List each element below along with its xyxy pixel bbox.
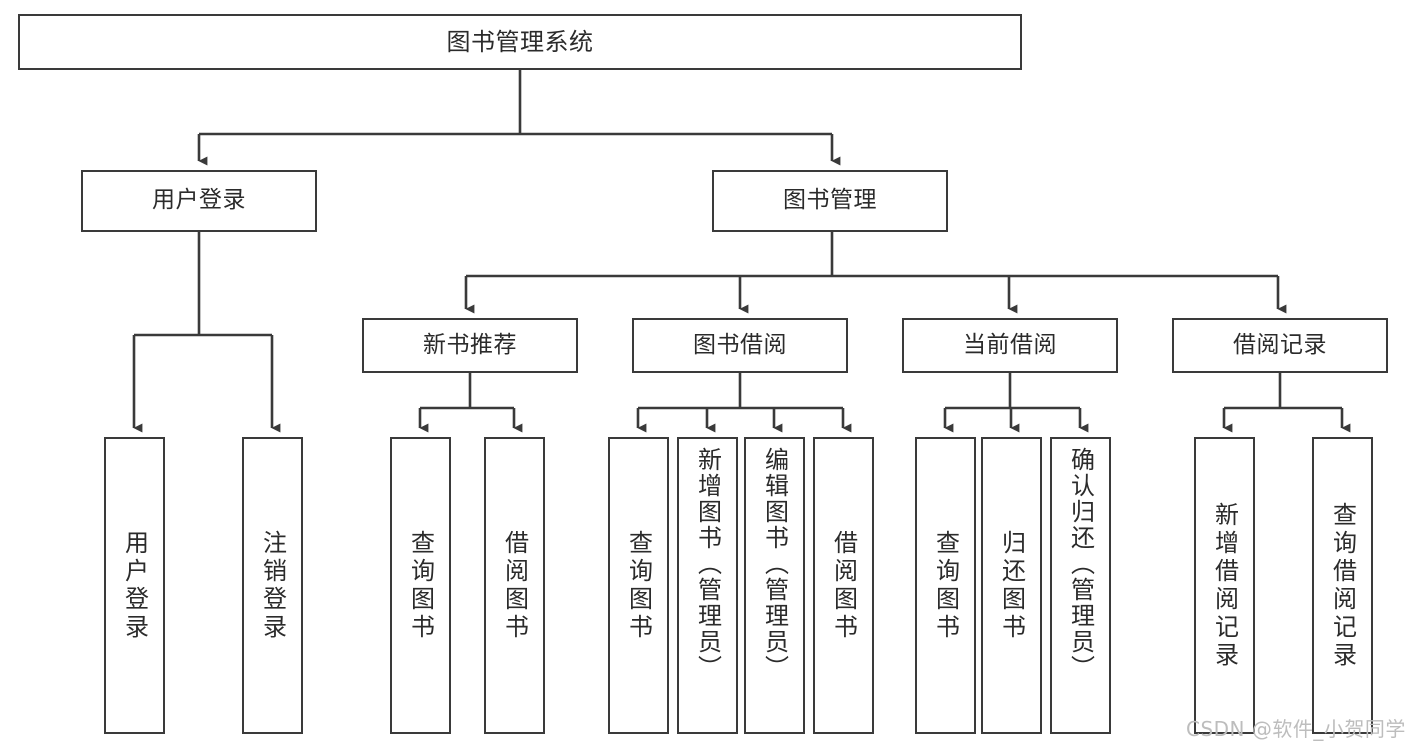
node-label: 新增图书（管理员） [693, 447, 722, 681]
node-new-book-recommend[interactable]: 新书推荐 [362, 318, 578, 373]
leaf-book-borrow-edit[interactable]: 编辑图书（管理员） [744, 437, 805, 734]
node-book-borrow[interactable]: 图书借阅 [632, 318, 848, 373]
leaf-user-login-login[interactable]: 用户登录 [104, 437, 165, 734]
node-label: 查询图书 [624, 529, 653, 642]
leaf-current-borrow-confirm[interactable]: 确认归还（管理员） [1050, 437, 1111, 734]
watermark-text: CSDN @软件_小贺同学 [1186, 717, 1405, 741]
node-label: 图书管理系统 [446, 27, 594, 56]
leaf-borrow-record-query[interactable]: 查询借阅记录 [1312, 437, 1373, 734]
node-label: 图书管理 [783, 187, 877, 214]
node-label: 新书推荐 [423, 331, 517, 358]
node-label: 新增借阅记录 [1210, 501, 1239, 670]
node-label: 查询借阅记录 [1328, 501, 1357, 670]
node-label: 当前借阅 [963, 331, 1057, 358]
node-label: 图书借阅 [693, 331, 787, 358]
leaf-current-borrow-return[interactable]: 归还图书 [981, 437, 1042, 734]
node-label: 归还图书 [997, 529, 1026, 642]
node-root-system[interactable]: 图书管理系统 [18, 14, 1022, 70]
leaf-current-borrow-query[interactable]: 查询图书 [915, 437, 976, 734]
node-label: 确认归还（管理员） [1066, 447, 1095, 681]
node-label: 借阅图书 [829, 529, 858, 642]
leaf-user-login-logout[interactable]: 注销登录 [242, 437, 303, 734]
node-label: 借阅图书 [500, 529, 529, 642]
node-label: 注销登录 [258, 529, 287, 642]
node-label: 编辑图书（管理员） [760, 447, 789, 681]
leaf-book-borrow-borrow[interactable]: 借阅图书 [813, 437, 874, 734]
node-label: 用户登录 [120, 529, 149, 642]
leaf-new-book-query[interactable]: 查询图书 [390, 437, 451, 734]
node-borrow-record[interactable]: 借阅记录 [1172, 318, 1388, 373]
node-label: 用户登录 [152, 187, 246, 214]
node-book-management[interactable]: 图书管理 [712, 170, 948, 232]
node-label: 查询图书 [931, 529, 960, 642]
leaf-book-borrow-add[interactable]: 新增图书（管理员） [677, 437, 738, 734]
node-label: 借阅记录 [1233, 331, 1327, 358]
node-user-login[interactable]: 用户登录 [81, 170, 317, 232]
leaf-borrow-record-add[interactable]: 新增借阅记录 [1194, 437, 1255, 734]
node-label: 查询图书 [406, 529, 435, 642]
leaf-new-book-borrow[interactable]: 借阅图书 [484, 437, 545, 734]
leaf-book-borrow-query[interactable]: 查询图书 [608, 437, 669, 734]
node-current-borrow[interactable]: 当前借阅 [902, 318, 1118, 373]
